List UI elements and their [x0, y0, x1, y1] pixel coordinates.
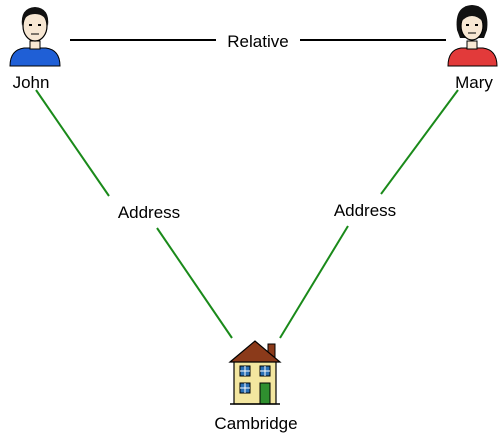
edge-john-address[interactable] — [35, 89, 233, 339]
edge-label-relative: Relative — [227, 32, 288, 51]
node-label-mary: Mary — [455, 73, 493, 92]
edge-label-mary-address: Address — [334, 201, 396, 220]
house-icon — [228, 340, 282, 405]
node-label-john: John — [13, 73, 50, 92]
edge-mary-address[interactable] — [279, 89, 459, 339]
node-cambridge[interactable]: Cambridge — [214, 340, 298, 433]
person-icon — [9, 7, 61, 67]
node-mary[interactable]: Mary — [447, 5, 498, 92]
edge-label-john-address: Address — [118, 203, 180, 222]
node-label-cambridge: Cambridge — [214, 414, 297, 433]
person-icon — [447, 5, 498, 67]
node-john[interactable]: John — [9, 7, 61, 92]
